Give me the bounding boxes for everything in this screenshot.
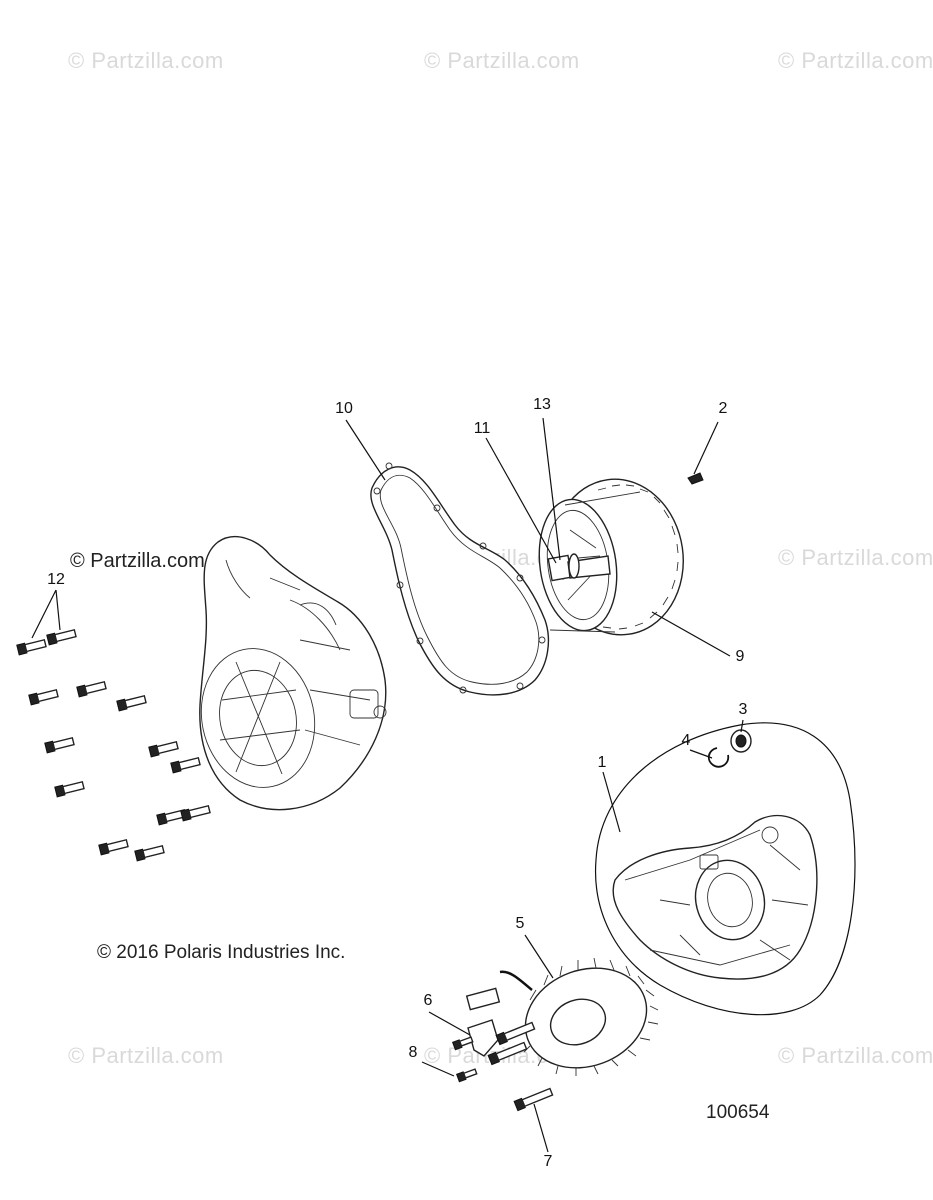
stator-cover-part-1[interactable] xyxy=(594,722,856,1016)
callout-10[interactable]: 10 xyxy=(335,400,353,417)
watermark: © Partzilla.com xyxy=(778,1043,933,1068)
leader-lines xyxy=(31,417,744,1153)
watermark: © Partzilla.com xyxy=(424,48,580,73)
stator-part-5[interactable] xyxy=(465,952,661,1085)
clamp-part-6[interactable] xyxy=(467,1019,499,1057)
partzilla-watermark-dark: © Partzilla.com xyxy=(70,550,205,572)
callout-9[interactable]: 9 xyxy=(735,648,745,665)
key-part-2[interactable] xyxy=(687,472,704,485)
callout-11[interactable]: 11 xyxy=(473,420,491,437)
watermark: © Partzilla.com xyxy=(778,545,933,570)
callout-8[interactable]: 8 xyxy=(408,1044,418,1061)
callout-5[interactable]: 5 xyxy=(515,915,525,932)
engine-crankcase xyxy=(199,536,387,811)
diagram-number: 100654 xyxy=(706,1102,770,1123)
retaining-ring-part-4[interactable] xyxy=(707,747,730,768)
callout-3[interactable]: 3 xyxy=(738,701,748,718)
callout-1[interactable]: 1 xyxy=(597,754,607,771)
bearing-part-3[interactable] xyxy=(730,729,752,753)
callout-2[interactable]: 2 xyxy=(718,400,728,417)
gasket-part-10[interactable] xyxy=(370,462,550,696)
watermark: © Partzilla.com xyxy=(68,1043,224,1068)
watermark: © Partzilla.com xyxy=(778,48,933,73)
stator-bolts-part-7[interactable] xyxy=(487,1021,554,1112)
callout-6[interactable]: 6 xyxy=(423,992,433,1009)
watermark: © Partzilla.com xyxy=(68,48,224,73)
copyright-notice: © 2016 Polaris Industries Inc. xyxy=(97,942,346,963)
callout-4[interactable]: 4 xyxy=(681,732,691,749)
callout-13[interactable]: 13 xyxy=(533,396,551,413)
washer-part-13[interactable] xyxy=(568,553,580,579)
callout-12[interactable]: 12 xyxy=(47,571,65,588)
screws-part-8[interactable] xyxy=(451,1036,478,1083)
bolts-part-12[interactable] xyxy=(16,628,211,862)
callout-7[interactable]: 7 xyxy=(543,1153,553,1170)
